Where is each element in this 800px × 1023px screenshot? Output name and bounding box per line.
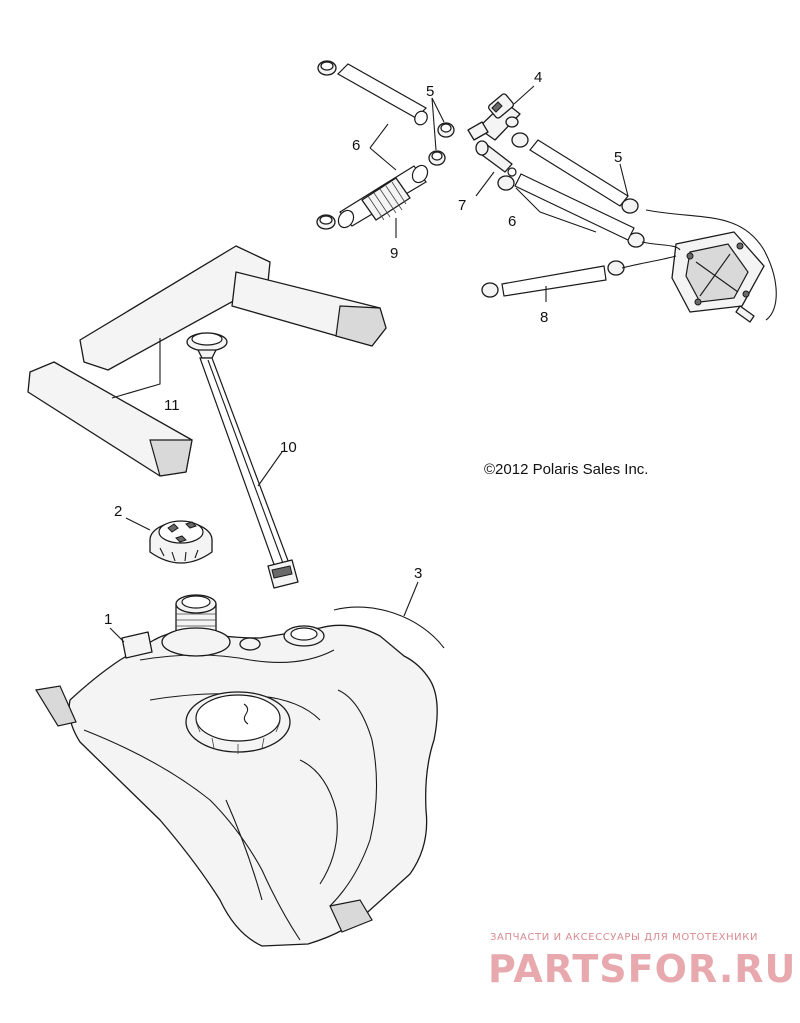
fuel-hose-right-lower: [514, 173, 635, 241]
leader-lines: [109, 85, 629, 643]
fuel-tank: [35, 594, 438, 947]
callout-3: 3: [414, 565, 422, 582]
fuel-level-sender: [186, 332, 299, 589]
fuel-filter-sleeve: [337, 164, 429, 229]
hose-clamp-right-group: [481, 132, 645, 298]
callout-9: 9: [390, 245, 398, 262]
fuel-pressure-regulator: [467, 93, 521, 141]
fuel-cap: [149, 520, 213, 564]
callout-4: 4: [534, 69, 542, 86]
callout-7: 7: [458, 197, 466, 214]
hose-clamp-upper-5: [437, 122, 455, 138]
callout-6-left: 6: [352, 137, 360, 154]
callout-8: 8: [540, 309, 548, 326]
vent-hose: [333, 606, 445, 649]
callout-6-right: 6: [508, 213, 516, 230]
hose-clamp-lower-left: [316, 214, 336, 230]
fuel-pump-body: [621, 209, 777, 323]
fuel-hose-upper: [337, 63, 428, 126]
watermark-brand: PARTSFOR.RU: [488, 947, 796, 991]
callout-10: 10: [280, 439, 297, 456]
copyright-notice: ©2012 Polaris Sales Inc.: [484, 461, 648, 478]
watermark-tagline: ЗАПЧАСТИ И АКСЕССУАРЫ ДЛЯ МОТОТЕХНИКИ: [490, 932, 758, 943]
hose-clamp-top-left: [317, 60, 337, 76]
fuel-hose-8: [501, 265, 607, 297]
hose-clamp-middle-5: [428, 150, 446, 166]
fuel-tank-mount-bracket: [27, 245, 387, 477]
callout-11: 11: [164, 397, 180, 414]
callout-5-upper: 5: [426, 83, 434, 100]
callout-1: 1: [104, 611, 112, 628]
callout-5-right: 5: [614, 149, 622, 166]
connector-fitting: [475, 140, 517, 177]
callout-2: 2: [114, 503, 122, 520]
